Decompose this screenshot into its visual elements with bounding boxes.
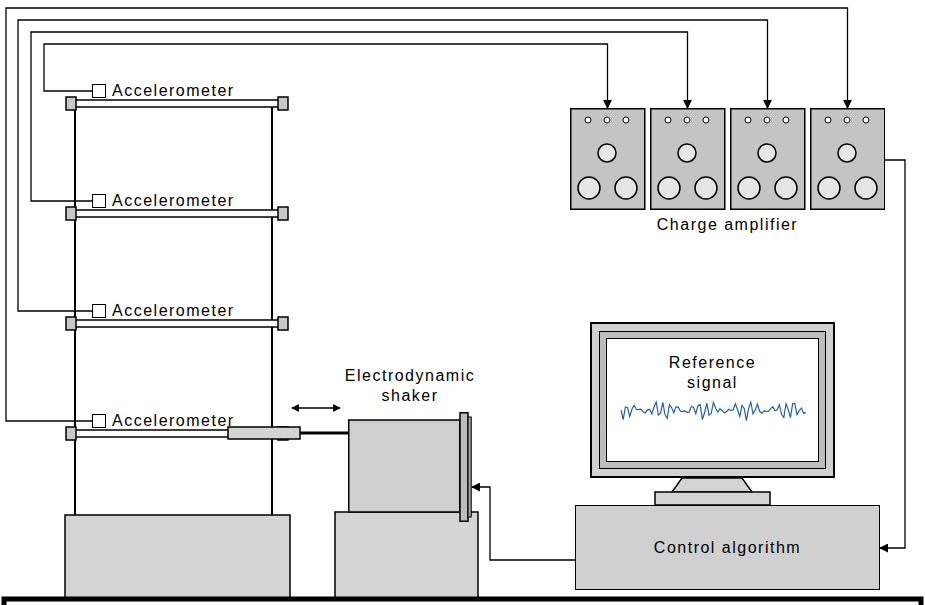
frame-base xyxy=(65,515,290,598)
indicator-light xyxy=(764,117,770,123)
connector-socket xyxy=(775,177,797,199)
amplifier-module xyxy=(731,109,805,210)
control-box: Control algorithm xyxy=(575,505,880,590)
stinger xyxy=(228,427,300,439)
amplifier-label: Charge amplifier xyxy=(570,215,885,235)
amplifier-module xyxy=(811,109,885,210)
frame-base xyxy=(65,515,290,598)
floor-beams xyxy=(278,317,288,330)
monitor-stand xyxy=(655,478,770,505)
connector-socket xyxy=(855,177,877,199)
frame-columns xyxy=(74,100,76,515)
accelerometer-symbol xyxy=(92,194,106,208)
monitor-bezel: Reference signal xyxy=(599,331,826,469)
floor-beams xyxy=(66,317,76,330)
screen-label: Reference signal xyxy=(657,353,769,393)
waveform-trace xyxy=(621,402,806,421)
control-knob xyxy=(838,144,856,162)
monitor-screen: Reference signal xyxy=(606,338,819,462)
signal-wire xyxy=(18,20,768,311)
indicator-light xyxy=(623,117,629,123)
connector-socket xyxy=(615,177,637,199)
control-knob xyxy=(598,144,616,162)
connector-socket xyxy=(578,177,600,199)
floor-beams xyxy=(66,207,76,220)
accelerometer: Accelerometer xyxy=(92,192,235,210)
indicator-light xyxy=(703,117,709,123)
connector-socket xyxy=(695,177,717,199)
control-knob xyxy=(758,144,776,162)
shaker-stand xyxy=(335,512,478,598)
amplifier-modules xyxy=(570,108,885,210)
connector-socket xyxy=(658,177,680,199)
indicator-light xyxy=(825,117,831,123)
indicator-light xyxy=(745,117,751,123)
floor-beams xyxy=(66,97,76,110)
table-top xyxy=(4,599,921,605)
shaker-plate xyxy=(468,417,471,517)
stinger xyxy=(300,432,348,435)
frame-columns xyxy=(75,100,272,515)
signal-wire xyxy=(880,160,905,548)
control-label: Control algorithm xyxy=(654,538,801,558)
motion-arrow xyxy=(292,407,340,409)
connector-socket xyxy=(738,177,760,199)
accelerometer: Accelerometer xyxy=(92,302,235,320)
reference-waveform xyxy=(618,397,808,423)
accelerometer: Accelerometer xyxy=(92,82,235,100)
floor-beams xyxy=(278,97,288,110)
frame-columns xyxy=(271,100,273,515)
floor-beams xyxy=(66,97,288,440)
indicator-light xyxy=(684,117,690,123)
indicator-light xyxy=(665,117,671,123)
control-knob xyxy=(678,144,696,162)
charge-amplifier: Charge amplifier xyxy=(570,108,885,235)
signal-wire xyxy=(472,487,575,560)
motion-arrow xyxy=(292,408,340,409)
shaker-housing xyxy=(349,420,460,512)
floor-beams xyxy=(72,100,282,107)
monitor-stand xyxy=(655,492,770,505)
table-top xyxy=(4,599,921,605)
accelerometer-label: Accelerometer xyxy=(112,192,235,210)
amplifier-module xyxy=(651,109,725,210)
accelerometer-symbol xyxy=(92,414,106,428)
indicator-light xyxy=(844,117,850,123)
connector-socket xyxy=(818,177,840,199)
shaker-plate xyxy=(460,413,468,522)
monitor-stand xyxy=(672,478,752,492)
accelerometer-symbol xyxy=(92,84,106,98)
shaker-heading: Electrodynamic shaker xyxy=(335,366,485,406)
amplifier-module xyxy=(571,109,645,210)
indicator-light xyxy=(783,117,789,123)
accelerometer-label: Accelerometer xyxy=(112,412,235,430)
floor-beams xyxy=(72,210,282,217)
signal-wire xyxy=(44,44,608,108)
indicator-light xyxy=(604,117,610,123)
signal-wire xyxy=(6,8,848,421)
stinger xyxy=(228,427,348,439)
electrodynamic-shaker: Electrodynamic shaker xyxy=(348,412,472,522)
floor-beams xyxy=(278,207,288,220)
accelerometer-label: Accelerometer xyxy=(112,302,235,320)
accelerometer: Accelerometer xyxy=(92,412,235,430)
indicator-light xyxy=(863,117,869,123)
indicator-light xyxy=(585,117,591,123)
accelerometer-label: Accelerometer xyxy=(112,82,235,100)
floor-beams xyxy=(72,320,282,327)
shaker-body xyxy=(348,412,472,522)
computer-monitor: Reference signal xyxy=(590,322,835,478)
floor-beams xyxy=(66,427,76,440)
accelerometer-symbol xyxy=(92,304,106,318)
shaker-label: Electrodynamic shaker xyxy=(335,366,485,406)
shaker-stand xyxy=(335,512,478,598)
